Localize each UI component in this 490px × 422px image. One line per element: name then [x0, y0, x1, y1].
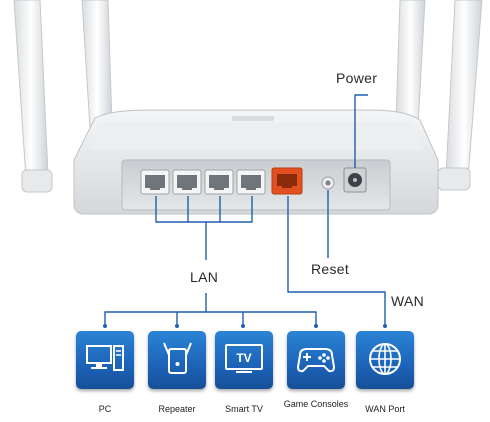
device-caption-smart-tv: Smart TV [225, 404, 263, 414]
reset-label: Reset [311, 261, 350, 277]
game-consoles-tile [287, 331, 345, 389]
tv-icon: TV [225, 344, 263, 373]
lan-label: LAN [190, 269, 219, 285]
device-caption-pc: PC [98, 404, 112, 414]
antenna-right-inner [395, 0, 426, 126]
router-body [73, 109, 439, 215]
wan-port [271, 167, 303, 195]
gamepad-icon [296, 348, 336, 373]
antenna-left-outer [13, 0, 53, 193]
device-caption-wan-port: WAN Port [365, 404, 405, 414]
antenna-left-inner [81, 0, 113, 129]
antenna-right-outer [437, 0, 483, 191]
power-label: Power [336, 70, 378, 86]
connector-lines [104, 94, 386, 326]
repeater-tile [148, 331, 206, 389]
reset-button-hole [321, 176, 335, 190]
svg-text:TV: TV [236, 351, 251, 365]
pc-icon [86, 345, 124, 371]
repeater-icon [163, 342, 192, 374]
device-caption-game-consoles: Game Consoles [283, 399, 349, 409]
globe-icon [369, 343, 401, 375]
smart-tv-tile: TV [215, 331, 273, 389]
wan-label: WAN [391, 293, 425, 309]
device-caption-repeater: Repeater [158, 404, 196, 414]
lan-ports [140, 169, 266, 195]
wan-port-tile [356, 331, 414, 389]
power-jack [343, 167, 367, 193]
connector-dots [103, 324, 387, 328]
pc-tile [76, 331, 134, 389]
